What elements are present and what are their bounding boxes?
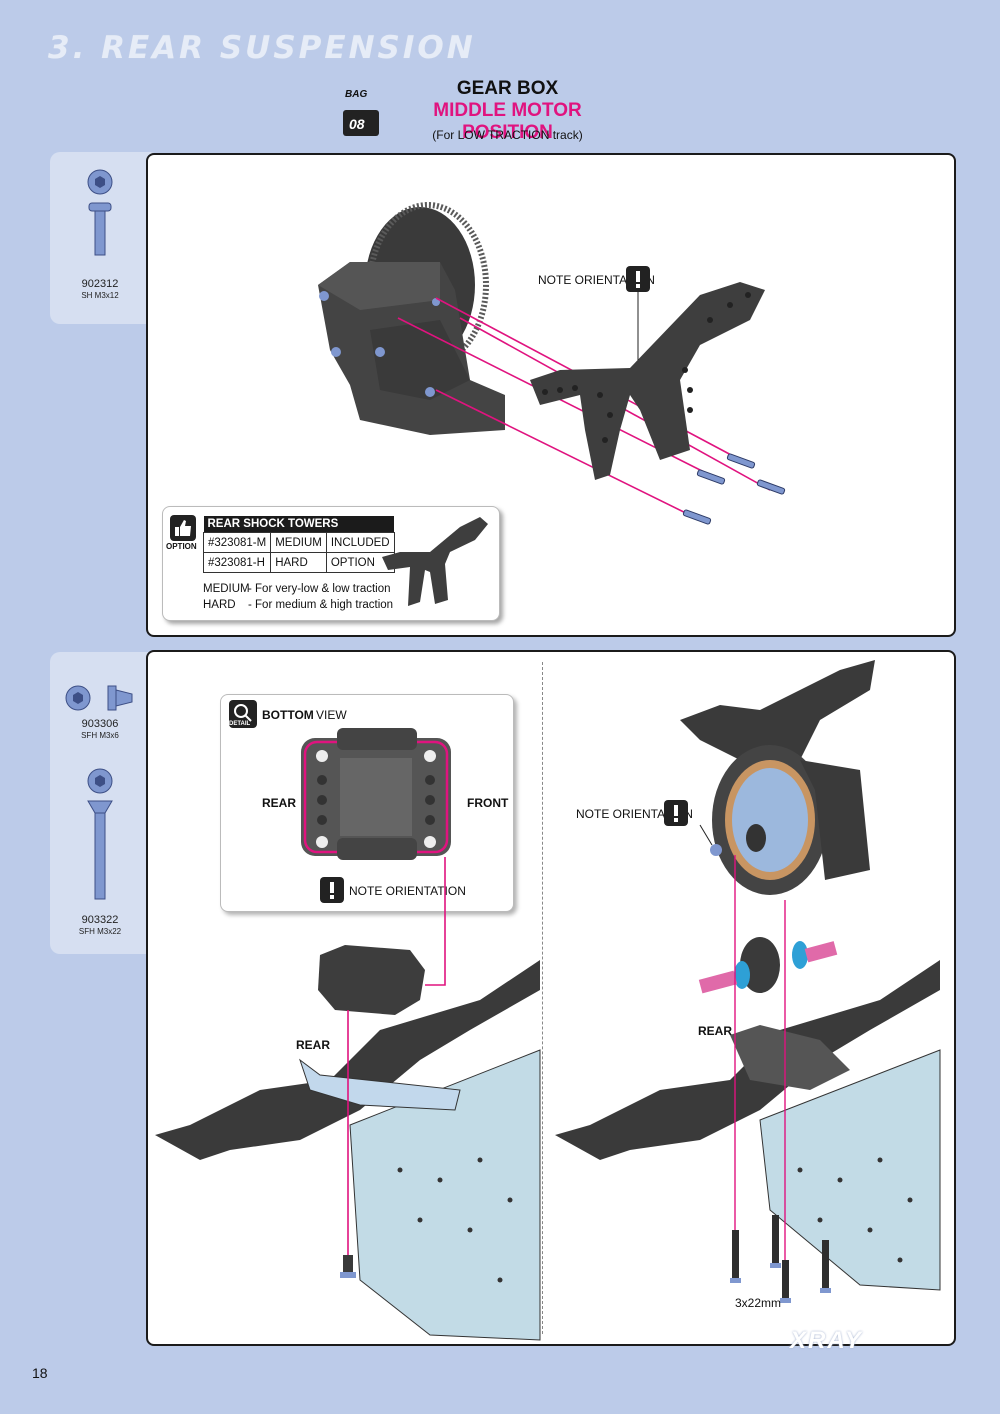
table-cell: #323081-H bbox=[202, 552, 272, 573]
rear-label-right: REAR bbox=[698, 1024, 733, 1038]
part-name: SFH M3x6 bbox=[81, 731, 119, 740]
note-orientation-label: NOTE ORIENTATION bbox=[538, 273, 655, 287]
magnifier-icon bbox=[229, 700, 257, 728]
table-cell: #323081-M bbox=[202, 532, 272, 553]
note-orientation-label-step2: NOTE ORIENTATION bbox=[576, 807, 693, 821]
bag-number: 08 bbox=[349, 116, 365, 132]
detail-title-rest: VIEW bbox=[316, 708, 347, 722]
exclamation-icon bbox=[664, 800, 688, 826]
screw-size-label: 3x22mm bbox=[735, 1296, 782, 1310]
option-badge-label: OPTION bbox=[166, 542, 197, 551]
panel-divider bbox=[542, 662, 543, 1334]
legend-desc: - For medium & high traction bbox=[248, 599, 394, 611]
step-note: (For LOW TRACTION track) bbox=[432, 128, 583, 142]
exclamation-icon bbox=[320, 877, 344, 903]
table-cell: MEDIUM bbox=[270, 532, 327, 553]
screw-sfh-m3x6-icon bbox=[65, 685, 133, 711]
step-subtitle: MIDDLE MOTOR POSITION bbox=[433, 100, 582, 143]
screw-sh-m3x12-icon bbox=[87, 169, 113, 256]
gearbox-bottom-view-illustration bbox=[301, 728, 451, 860]
part-code: 903306 bbox=[81, 718, 119, 730]
detail-rear-label: REAR bbox=[262, 796, 297, 810]
detail-title-bold: BOTTOM bbox=[262, 708, 314, 722]
rear-label-left: REAR bbox=[296, 1038, 331, 1052]
table-row: #323081-M MEDIUM INCLUDED bbox=[202, 532, 395, 553]
part-code: 903322 bbox=[81, 914, 119, 926]
bag-label: BAG bbox=[345, 89, 368, 100]
legend-desc: - For very-low & low traction bbox=[248, 583, 391, 595]
detail-front-label: FRONT bbox=[467, 796, 509, 810]
bag-badge bbox=[343, 110, 379, 136]
page-number: 18 bbox=[32, 1365, 48, 1381]
table-title: REAR SHOCK TOWERS bbox=[203, 516, 395, 533]
part-code: 902312 bbox=[81, 278, 119, 290]
shock-tower-option-table: REAR SHOCK TOWERS #323081-M MEDIUM INCLU… bbox=[202, 516, 395, 573]
table-cell: HARD bbox=[270, 552, 327, 573]
legend-term: MEDIUM bbox=[203, 583, 250, 595]
xray-logo: XRAY bbox=[790, 1327, 863, 1354]
detail-badge-label: DETAIL bbox=[229, 721, 251, 727]
legend-term: HARD bbox=[203, 599, 236, 611]
section-title: 3. REAR SUSPENSION bbox=[48, 30, 476, 66]
part-name: SFH M3x22 bbox=[78, 927, 122, 936]
table-row: #323081-H HARD OPTION bbox=[202, 552, 395, 573]
shock-tower-thumbnail bbox=[382, 517, 488, 606]
screw-sfh-m3x22-icon bbox=[87, 768, 113, 900]
detail-note-orientation-label: NOTE ORIENTATION bbox=[349, 884, 466, 898]
exclamation-icon bbox=[626, 266, 650, 292]
part-name: SH M3x12 bbox=[81, 291, 119, 300]
thumbs-up-icon bbox=[170, 515, 196, 541]
step-title: GEAR BOX bbox=[456, 78, 559, 99]
